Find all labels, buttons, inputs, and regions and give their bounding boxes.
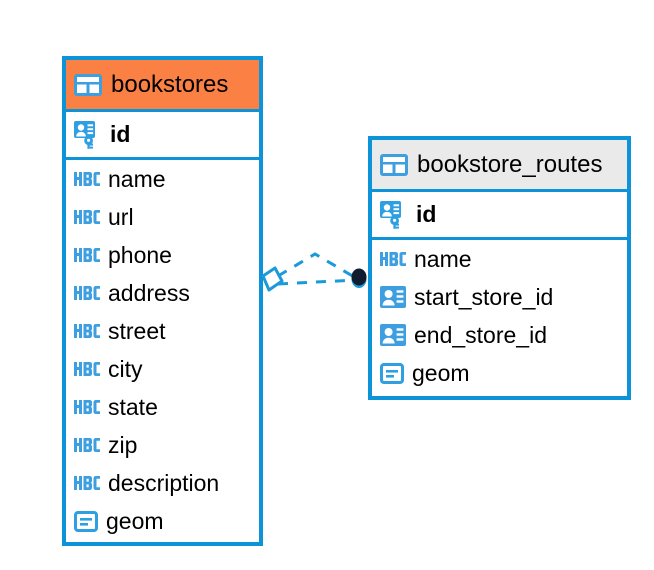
abc-text-icon (74, 400, 100, 414)
primary-key-icon (74, 120, 95, 149)
attribute-label-description: description (108, 469, 220, 496)
attribute-label-city: city (108, 355, 143, 382)
attribute-row-url[interactable]: url (66, 198, 259, 236)
filled-circle-marker-ring (351, 270, 367, 288)
abc-text-icon (74, 476, 100, 490)
attribute-label-geom: geom (106, 507, 164, 534)
relationship-line-lower (277, 278, 357, 286)
attribute-row-street[interactable]: street (66, 312, 259, 350)
entity-bookstore-routes[interactable]: bookstore_routes (368, 136, 631, 400)
attribute-row-address[interactable]: address (66, 274, 259, 312)
attribute-label-geom: geom (412, 359, 470, 386)
filled-circle-marker (351, 268, 367, 286)
attribute-label-zip: zip (108, 431, 138, 458)
entity-title-bookstore-routes: bookstore_routes (417, 150, 603, 178)
attribute-row-geom[interactable]: geom (372, 354, 627, 392)
entity-bookstores[interactable]: bookstores (62, 56, 263, 546)
abc-text-icon (74, 324, 100, 338)
diamond-outline-marker (261, 266, 284, 292)
header-divider (372, 189, 627, 192)
attribute-row-state[interactable]: state (66, 388, 259, 426)
attribute-row-geom[interactable]: geom (66, 502, 259, 540)
abc-text-icon (380, 252, 406, 266)
attribute-row-zip[interactable]: zip (66, 426, 259, 464)
abc-text-icon (74, 362, 100, 376)
abc-text-icon (74, 286, 100, 300)
primary-key-divider (66, 157, 259, 160)
attribute-row-id[interactable]: id (372, 192, 627, 237)
attribute-row-start-store-id[interactable]: start_store_id (372, 278, 627, 316)
entity-header-bookstores[interactable]: bookstores (66, 60, 259, 109)
primary-key-divider (372, 237, 627, 240)
geometry-icon (380, 362, 404, 384)
abc-text-icon (74, 248, 100, 262)
abc-text-icon (74, 210, 100, 224)
attribute-group-bookstore-routes: name start_store_id (372, 240, 627, 392)
attribute-row-description[interactable]: description (66, 464, 259, 502)
header-divider (66, 109, 259, 112)
attribute-label-state: state (108, 393, 158, 420)
attribute-label-name: name (108, 165, 166, 192)
attribute-label-url: url (108, 203, 134, 230)
attribute-label-id: id (416, 201, 437, 227)
attribute-label-id: id (110, 121, 131, 147)
foreign-key-icon (380, 324, 406, 346)
table-icon (380, 153, 408, 176)
attribute-label-phone: phone (108, 241, 172, 268)
table-icon (74, 73, 102, 96)
attribute-row-phone[interactable]: phone (66, 236, 259, 274)
relationship-line-upper (277, 252, 357, 280)
attribute-label-street: street (108, 317, 166, 344)
attribute-group-bookstores: name url (66, 160, 259, 540)
attribute-row-city[interactable]: city (66, 350, 259, 388)
attribute-label-address: address (108, 279, 190, 306)
relationship-connector[interactable] (255, 240, 375, 320)
abc-text-icon (74, 172, 100, 186)
attribute-label-start-store-id: start_store_id (414, 283, 554, 310)
attribute-label-name: name (414, 245, 472, 272)
entity-title-bookstores: bookstores (111, 70, 229, 98)
primary-key-icon (380, 200, 401, 229)
attribute-row-id[interactable]: id (66, 112, 259, 157)
primary-key-group-bookstore-routes: id (372, 192, 627, 237)
attribute-row-name[interactable]: name (66, 160, 259, 198)
geometry-icon (74, 510, 98, 532)
foreign-key-icon (380, 286, 406, 308)
attribute-row-end-store-id[interactable]: end_store_id (372, 316, 627, 354)
attribute-row-name[interactable]: name (372, 240, 627, 278)
entity-header-bookstore-routes[interactable]: bookstore_routes (372, 140, 627, 189)
primary-key-group-bookstores: id (66, 112, 259, 157)
attribute-label-end-store-id: end_store_id (414, 321, 547, 348)
abc-text-icon (74, 438, 100, 452)
